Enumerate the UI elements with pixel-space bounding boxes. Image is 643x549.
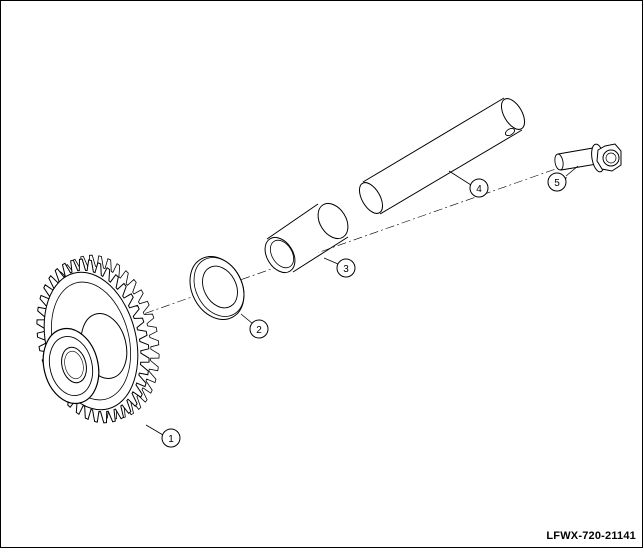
bushing [264, 202, 349, 274]
figure-code: LFWX-720-21141 [546, 530, 636, 542]
assembly-centerline [80, 152, 602, 337]
callout-4: 4 [448, 170, 489, 198]
callout-2: 2 [240, 313, 269, 339]
callout-5: 5 [547, 165, 579, 192]
gear [36, 254, 160, 424]
callout-4-label: 4 [476, 184, 482, 195]
callout-1-label: 1 [168, 434, 174, 445]
callout-3-label: 3 [343, 264, 349, 275]
callout-2-label: 2 [256, 325, 262, 336]
callout-5-label: 5 [554, 178, 560, 189]
shaft [358, 97, 526, 215]
bolt [554, 143, 622, 173]
callout-3: 3 [323, 257, 356, 278]
callout-1: 1 [145, 424, 181, 448]
thrust-washer [189, 256, 245, 320]
